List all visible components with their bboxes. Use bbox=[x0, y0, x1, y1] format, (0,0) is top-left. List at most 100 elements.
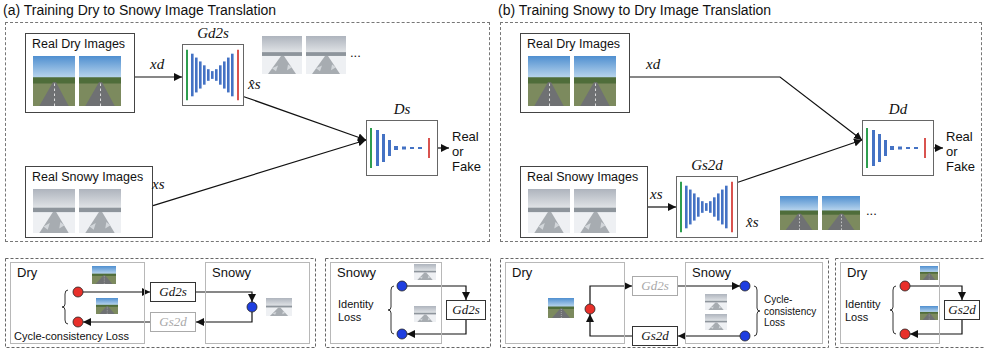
generator-block: Gd2s bbox=[446, 300, 486, 320]
variable-label: x̂s bbox=[248, 76, 261, 93]
dry-photo bbox=[548, 298, 574, 318]
annotation: Identity Loss bbox=[845, 298, 887, 323]
loss-bracket bbox=[754, 286, 760, 336]
group-frame bbox=[6, 259, 316, 348]
dry-photo bbox=[780, 196, 818, 230]
dry-photo bbox=[79, 56, 121, 106]
output-arrows bbox=[438, 147, 943, 148]
discriminator-net bbox=[371, 128, 429, 168]
annotation: Cycle-consistency Loss bbox=[14, 330, 134, 343]
snowy-point bbox=[397, 329, 407, 339]
generator-block: Gd2s bbox=[632, 276, 678, 296]
discriminator-box: Ds bbox=[366, 120, 438, 176]
domain-box: Snowy bbox=[205, 262, 310, 344]
snowy-photo bbox=[79, 189, 121, 233]
snowy-photo bbox=[705, 314, 727, 330]
domain-points bbox=[73, 281, 910, 341]
snowy-photo bbox=[528, 189, 570, 233]
variable-label: xs bbox=[650, 186, 663, 203]
flow-arrow bbox=[407, 320, 466, 334]
group-frame bbox=[501, 259, 829, 348]
loss-bracket bbox=[388, 286, 394, 334]
domain-label: Snowy bbox=[212, 265, 251, 280]
block-label: Gs2d bbox=[641, 328, 668, 344]
flow-arrow bbox=[153, 140, 366, 206]
dry-photo bbox=[920, 306, 938, 320]
flow-arrow bbox=[83, 321, 150, 322]
flow-arrow bbox=[678, 335, 740, 336]
generator-block: Gs2d bbox=[150, 312, 196, 332]
block-label: Gd2s bbox=[159, 284, 186, 300]
set-label: Real Snowy Images bbox=[521, 168, 644, 186]
flow-arrow bbox=[244, 97, 366, 140]
annotation: Real or Fake bbox=[946, 130, 980, 175]
snowy-photo bbox=[262, 36, 302, 74]
flow-arrow bbox=[630, 77, 862, 140]
dry-point bbox=[585, 304, 595, 314]
dry-photo bbox=[822, 196, 860, 230]
flow-arrow bbox=[910, 320, 962, 334]
domain-label: Dry bbox=[847, 265, 867, 280]
domain-label: Snowy bbox=[692, 265, 731, 280]
output-arrow bbox=[438, 147, 449, 148]
network-label: Ds bbox=[357, 101, 447, 118]
flow-arrow bbox=[678, 285, 740, 286]
flow-arrow bbox=[738, 140, 862, 182]
image-set-box: Real Snowy Images bbox=[25, 166, 153, 238]
flow-arrow bbox=[590, 314, 632, 336]
snowy-photo bbox=[574, 189, 616, 233]
generator-block: Gs2d bbox=[632, 326, 678, 346]
dry-point bbox=[73, 317, 83, 327]
set-label: Real Dry Images bbox=[521, 35, 626, 53]
output-arrow bbox=[934, 147, 943, 148]
dry-photo bbox=[574, 56, 616, 106]
image-set-box: Real Dry Images bbox=[520, 33, 630, 113]
snowy-photo bbox=[266, 298, 292, 316]
loss-bracket bbox=[890, 286, 896, 334]
annotation: Real or Fake bbox=[452, 130, 486, 175]
network-label: Dd bbox=[853, 101, 943, 118]
dry-photo bbox=[92, 266, 116, 284]
flow-arrow bbox=[135, 76, 182, 77]
domain-box: Snowy bbox=[685, 262, 823, 344]
flow-arrow bbox=[407, 286, 466, 300]
generator-box: Gd2s bbox=[182, 44, 244, 106]
group-frame bbox=[326, 259, 491, 348]
dry-photo bbox=[528, 56, 570, 106]
dry-photo bbox=[33, 56, 75, 106]
annotation: Cycle-consistency Loss bbox=[764, 294, 820, 329]
network-label: Gs2d bbox=[667, 157, 747, 174]
panel-frame: (b) Training Snowy to Dry Image Translat… bbox=[500, 22, 982, 242]
block-label: Gs2d bbox=[948, 302, 975, 318]
dry-point bbox=[900, 281, 910, 291]
dry-photo bbox=[96, 298, 118, 314]
group-frames bbox=[6, 259, 985, 348]
domain-label: Dry bbox=[512, 265, 532, 280]
set-label: Real Snowy Images bbox=[26, 168, 149, 186]
variable-label: x̂s bbox=[746, 214, 759, 231]
generator-box: Gs2d bbox=[676, 176, 738, 238]
snowy-photo bbox=[414, 264, 436, 280]
variable-label: xs bbox=[152, 176, 165, 193]
panel-frame: (a) Training Dry to Snowy Image Translat… bbox=[5, 22, 490, 242]
flow-arrow bbox=[910, 286, 962, 300]
generator-net bbox=[187, 50, 238, 100]
set-label: Real Dry Images bbox=[26, 35, 131, 53]
generator-net bbox=[681, 182, 732, 232]
group-frame bbox=[836, 259, 985, 348]
variable-label: xd bbox=[646, 56, 660, 73]
generator-block: Gs2d bbox=[944, 300, 980, 320]
image-set-box: Real Dry Images bbox=[25, 33, 135, 113]
image-set-box: Real Snowy Images bbox=[520, 166, 648, 238]
snowy-photo bbox=[306, 36, 346, 74]
block-label: Gs2d bbox=[159, 314, 186, 330]
dry-point bbox=[73, 287, 83, 297]
snowy-photo bbox=[414, 306, 436, 322]
annotation: ... bbox=[866, 204, 877, 219]
panel-title: (a) Training Dry to Snowy Image Translat… bbox=[3, 2, 276, 18]
panel-title: (b) Training Snowy to Dry Image Translat… bbox=[498, 2, 771, 18]
dry-photo bbox=[920, 266, 938, 280]
snowy-photo bbox=[33, 189, 75, 233]
